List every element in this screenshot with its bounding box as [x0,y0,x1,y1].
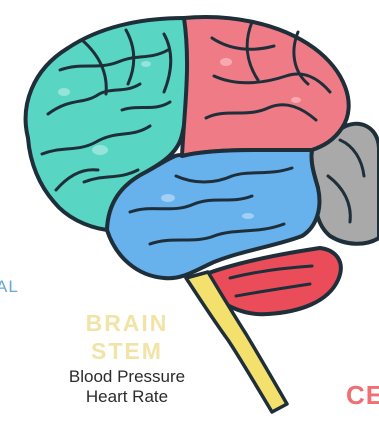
right-region-label: CE [346,382,379,408]
brainstem-label-line1: BRAIN [72,312,182,335]
brainstem-function-1: Blood Pressure [42,368,212,385]
left-region-label: AL [0,278,19,295]
brainstem-label-line2: STEM [72,340,182,363]
brainstem-function-2: Heart Rate [42,388,212,405]
